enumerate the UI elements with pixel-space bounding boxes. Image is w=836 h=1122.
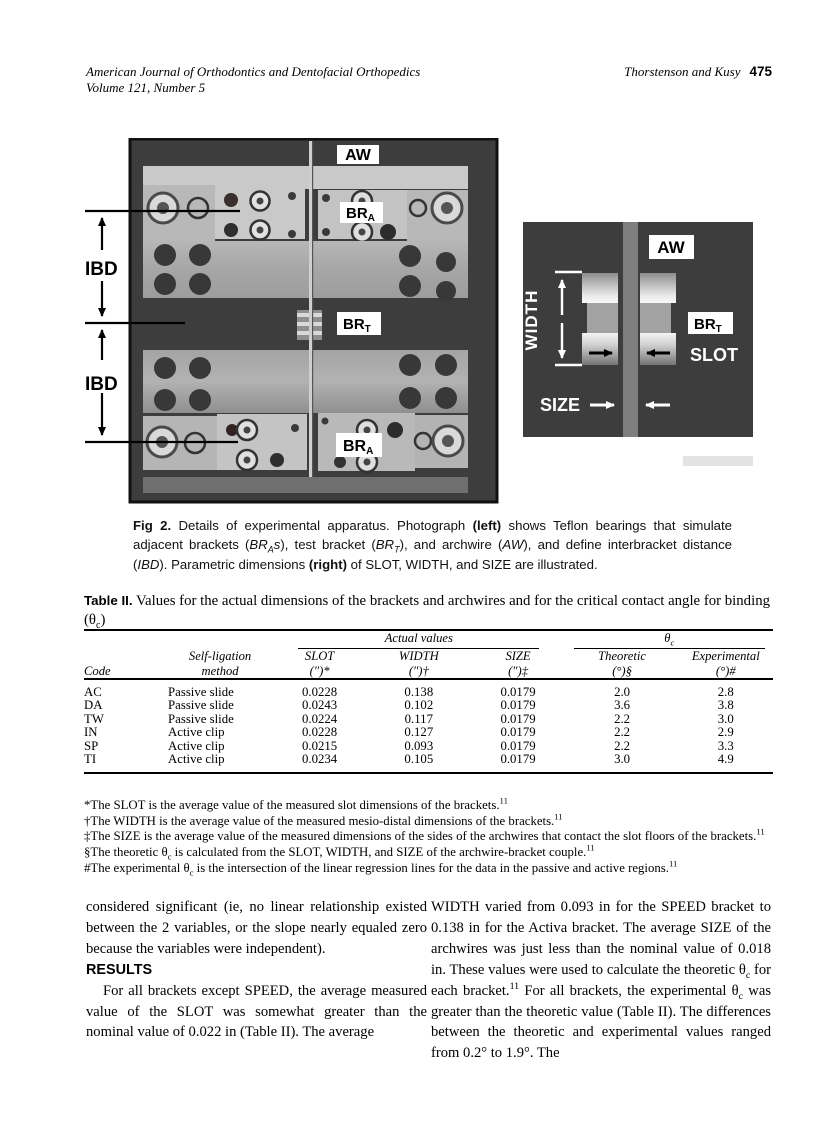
col-header-size: SIZE(″)‡ [505, 649, 531, 678]
col-header-width: WIDTH(″)† [398, 649, 439, 678]
scan-artifact [683, 456, 753, 466]
svg-text:AW: AW [345, 147, 372, 164]
col-header-theoretic: Theoretic(°)§ [598, 649, 646, 678]
archwire-line [309, 141, 312, 477]
page-number: 475 [749, 64, 772, 79]
group-header-theta: θc [566, 630, 773, 649]
svg-text:AW: AW [657, 238, 685, 257]
paragraph: WIDTH varied from 0.093 in for the SPEED… [431, 899, 772, 1062]
footnote-size: ‡The SIZE is the average value of the me… [84, 827, 765, 844]
running-head-right: Thorstenson and Kusy 475 [624, 64, 772, 80]
svg-text:BRA: BRA [346, 205, 375, 224]
running-head-authors: Thorstenson and Kusy [624, 64, 741, 79]
table-title: Table II. Values for the actual dimensio… [84, 593, 770, 631]
ibd-label-top: IBD [85, 259, 118, 280]
paragraph: considered significant (ie, no linear re… [86, 899, 427, 957]
col-header-experimental: Experimental(°)# [691, 649, 760, 678]
slot-label: SLOT [690, 345, 738, 365]
diagram-label-br-t: BRT [688, 312, 733, 335]
table-group-header-row: Actual values θc [84, 630, 773, 649]
svg-text:BRT: BRT [343, 316, 371, 335]
body-column-left: considered significant (ie, no linear re… [86, 897, 427, 1043]
apparatus-photo: AW BRA BRT BRA [128, 138, 499, 504]
diagram-label-aw: AW [649, 235, 694, 259]
photo-label-br-a-bottom: BRA [336, 433, 382, 457]
size-label: SIZE [540, 395, 580, 415]
col-header-slot: SLOT(″)* [304, 649, 335, 678]
svg-text:BRT: BRT [694, 316, 722, 335]
photo-label-br-a-top: BRA [340, 202, 383, 224]
footnote-experimental: #The experimental θc is the intersection… [84, 858, 678, 878]
journal-title: American Journal of Orthodontics and Den… [86, 64, 421, 79]
figure-2: AW BRA BRT BRA IBD IBD [85, 138, 753, 504]
table-footnotes: *The SLOT is the average value of the me… [84, 795, 776, 878]
parametric-diagram: WIDTH AW BRT SLOT SIZE [522, 222, 753, 466]
width-label: WIDTH [522, 290, 541, 351]
photo-top-strip [143, 166, 468, 189]
paragraph: For all brackets except SPEED, the avera… [86, 982, 427, 1041]
results-heading: RESULTS [86, 961, 153, 978]
running-head-left: American Journal of Orthodontics and Den… [86, 64, 420, 96]
width-dimension [555, 270, 582, 367]
group-header-actual-values: Actual values [272, 630, 566, 649]
journal-volume: Volume 121, Number 5 [86, 80, 206, 95]
ibd-label-bottom: IBD [85, 374, 118, 395]
body-column-right: WIDTH varied from 0.093 in for the SPEED… [431, 897, 771, 1064]
footnote-width: †The WIDTH is the average value of the m… [84, 811, 563, 828]
photo-label-br-t: BRT [337, 312, 381, 335]
svg-text:BRA: BRA [343, 438, 373, 457]
col-header-code: Code [84, 663, 111, 678]
figure-caption: Fig 2. Details of experimental apparatus… [133, 518, 733, 572]
diagram-archwire [623, 222, 638, 437]
footnote-theoretic: §The theoretic θc is calculated from the… [84, 842, 595, 862]
ibd-annotations [85, 209, 240, 444]
photo-label-aw: AW [337, 145, 379, 164]
footnote-slot: *The SLOT is the average value of the me… [84, 795, 508, 812]
